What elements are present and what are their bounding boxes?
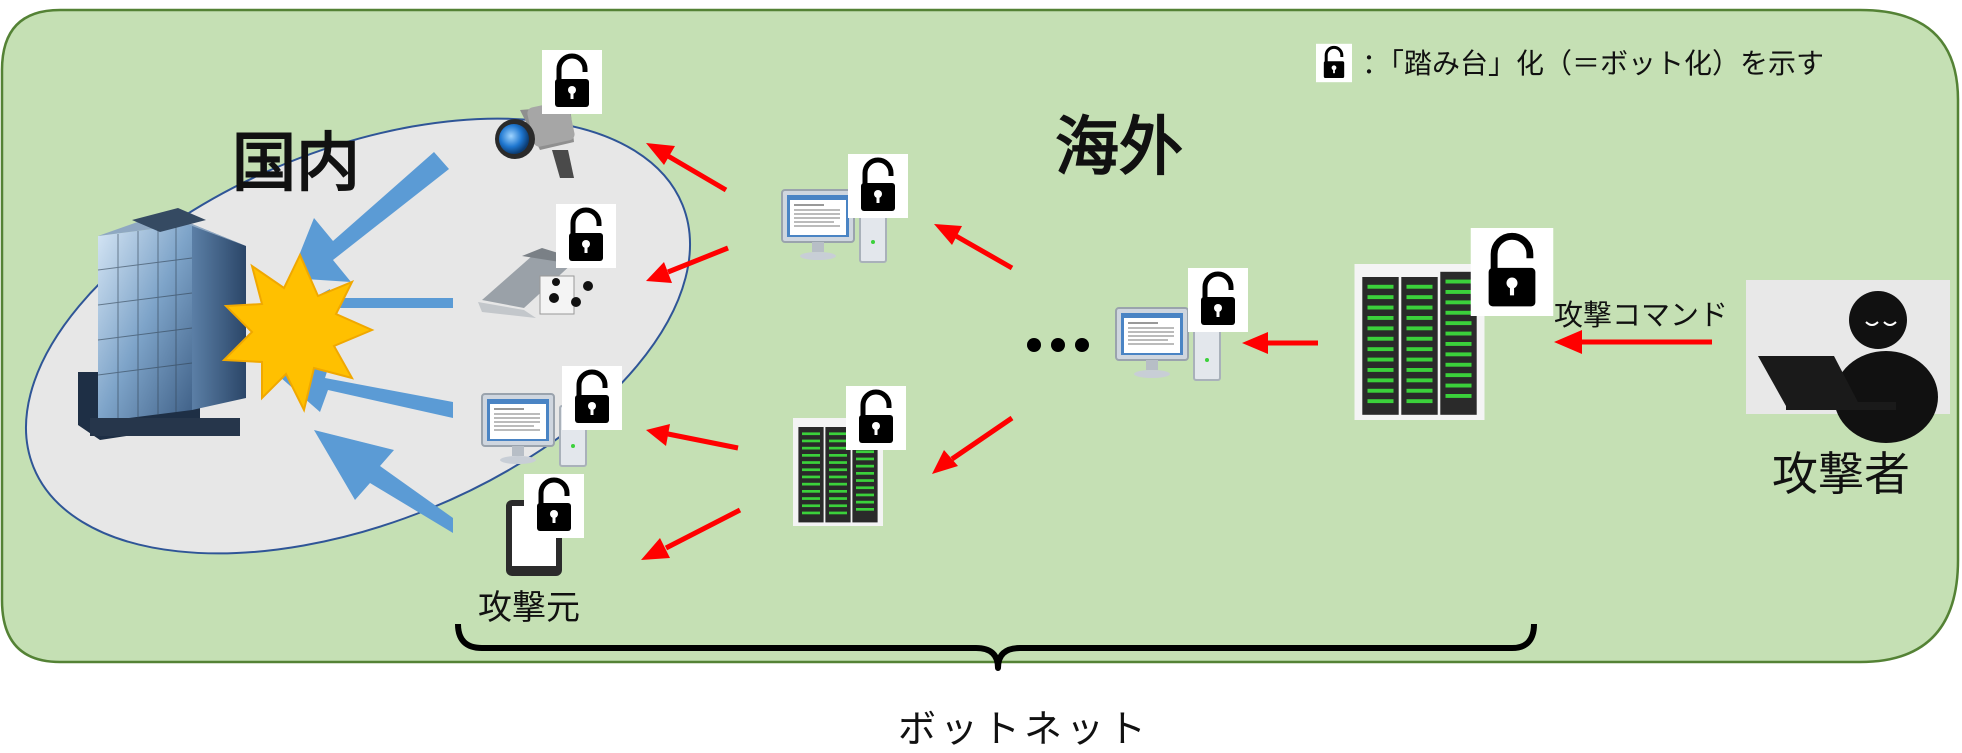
command-arrow <box>646 143 728 193</box>
attacker-label: 攻撃者 <box>1772 447 1910 501</box>
attack-command-label: 攻撃コマンド <box>1554 298 1729 332</box>
command-arrows <box>641 143 1712 560</box>
domestic-label: 国内 <box>232 127 360 201</box>
explosion-icon <box>221 252 375 413</box>
command-arrow <box>646 424 739 451</box>
infected-laptop-icon <box>478 248 593 318</box>
office-building-icon <box>78 208 246 440</box>
unlocked-padlock-icon <box>524 474 584 538</box>
command-arrow <box>934 224 1014 271</box>
attack-arrow <box>272 362 453 418</box>
attack-arrow <box>290 152 449 282</box>
more-bots-ellipsis <box>1027 338 1089 352</box>
unlocked-padlock-icon <box>1471 228 1554 316</box>
server-rack-icon <box>1354 264 1485 420</box>
unlocked-padlock-icon <box>846 386 906 450</box>
botnet-brace <box>455 623 1537 671</box>
unlocked-padlock-icon <box>562 366 622 430</box>
unlocked-padlock-icon <box>556 204 616 268</box>
unlocked-padlock-icon <box>848 154 908 218</box>
command-arrow <box>646 245 729 283</box>
command-arrow <box>1554 330 1712 354</box>
attack-arrow <box>314 430 453 533</box>
unlocked-padlock-icon <box>1188 268 1248 332</box>
legend-unlocked-padlock-icon <box>1316 42 1352 84</box>
legend-text: ：「踏み台」化（＝ボット化）を示す <box>1362 47 1825 80</box>
hacker-at-laptop-icon <box>1746 280 1950 443</box>
unlocked-padlock-icon <box>542 50 602 114</box>
attack-source-label: 攻撃元 <box>478 588 580 628</box>
overseas-label: 海外 <box>1055 111 1183 185</box>
ddos-attack-arrows <box>272 152 453 533</box>
command-arrow <box>1242 332 1318 354</box>
botnet-label: ボットネット <box>898 707 1151 751</box>
command-arrow <box>932 415 1014 474</box>
command-arrow <box>641 507 742 560</box>
